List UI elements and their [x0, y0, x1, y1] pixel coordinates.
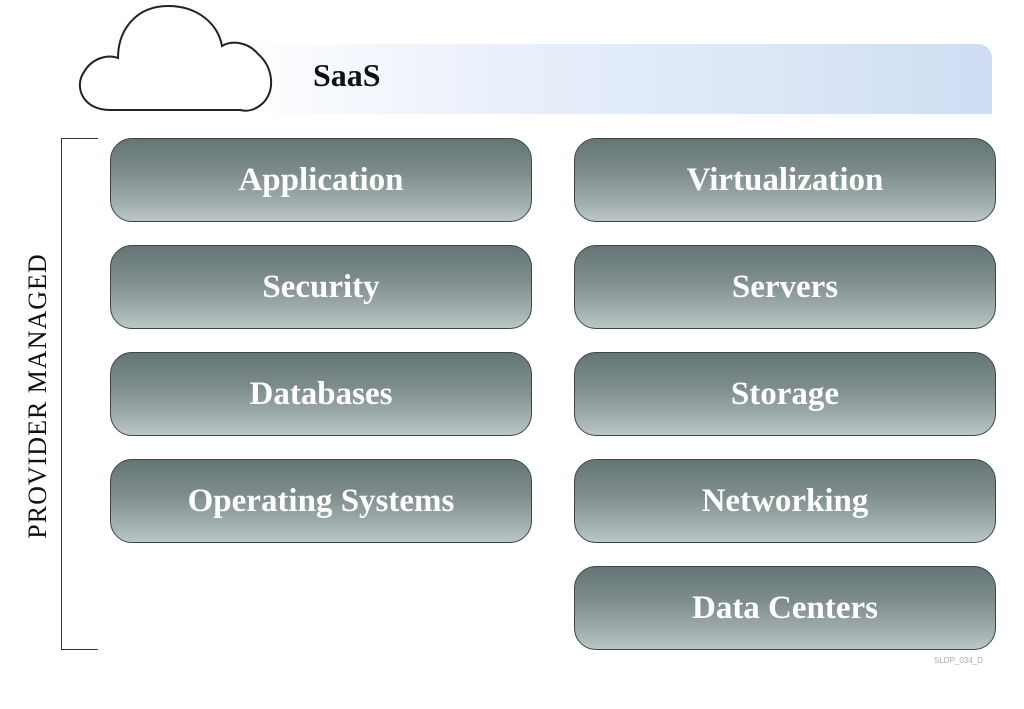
- layer-servers: Servers: [574, 245, 996, 329]
- layer-label: Security: [262, 269, 380, 305]
- layer-label: Servers: [731, 269, 839, 305]
- layer-label: Networking: [701, 483, 869, 519]
- layer-networking: Networking: [574, 459, 996, 543]
- layer-storage: Storage: [574, 352, 996, 436]
- provider-managed-bracket: [61, 138, 98, 650]
- layer-security: Security: [110, 245, 532, 329]
- layer-operating-systems: Operating Systems: [110, 459, 532, 543]
- slide-id: SLDP_034_D: [934, 656, 983, 665]
- banner-title: SaaS: [313, 57, 381, 93]
- side-label: PROVIDER MANAGED: [23, 253, 52, 539]
- layer-label: Virtualization: [686, 162, 884, 198]
- layer-label: Storage: [730, 376, 840, 412]
- layer-label: Databases: [249, 376, 393, 412]
- layer-label: Application: [238, 162, 404, 198]
- layer-data-centers: Data Centers: [574, 566, 996, 650]
- cloud-icon: [79, 4, 273, 112]
- layer-databases: Databases: [110, 352, 532, 436]
- saas-banner: [232, 44, 992, 114]
- layer-virtualization: Virtualization: [574, 138, 996, 222]
- layer-application: Application: [110, 138, 532, 222]
- layer-label: Data Centers: [691, 590, 879, 626]
- layer-label: Operating Systems: [187, 483, 455, 519]
